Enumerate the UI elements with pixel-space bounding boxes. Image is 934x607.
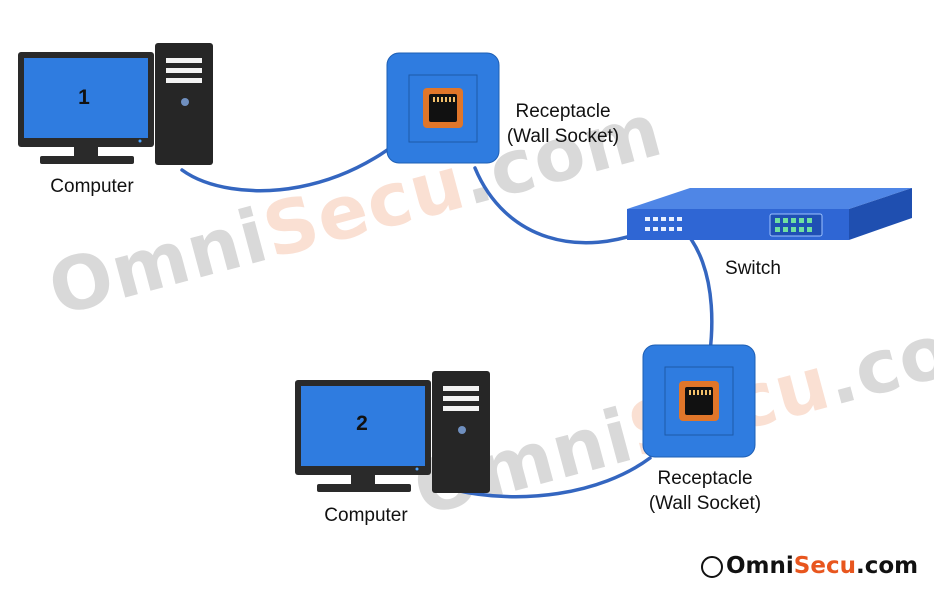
monitor-led	[415, 467, 419, 471]
switch-top	[627, 188, 912, 209]
socket-inner	[664, 366, 734, 436]
drive-bay-2	[443, 396, 479, 401]
copyright-icon	[701, 556, 723, 578]
computer-1-label: Computer	[50, 176, 134, 197]
socket-2-label-line2: (Wall Socket)	[648, 493, 762, 514]
socket-2-label-line1: Receptacle	[657, 468, 753, 489]
monitor-screen	[301, 386, 425, 466]
socket-1-label-line1: Receptacle	[515, 101, 611, 122]
socket-inner	[408, 74, 478, 143]
computer-2-number: 2	[356, 412, 368, 435]
switch-ports-left	[645, 217, 682, 231]
power-button-icon	[181, 98, 189, 106]
drive-bay-3	[166, 78, 202, 83]
drive-bay-3	[443, 406, 479, 411]
switch-ports-right	[775, 218, 812, 232]
cable-socket2-to-computer2	[453, 456, 652, 499]
monitor-base	[40, 156, 134, 164]
drive-bay-1	[443, 386, 479, 391]
switch-panel	[769, 213, 823, 237]
cable-socket1-to-switch	[473, 166, 654, 245]
computer-1-number: 1	[78, 86, 90, 109]
computer-1-icon	[18, 43, 213, 165]
switch-icon	[627, 188, 912, 240]
computer-2-label: Computer	[324, 505, 408, 526]
rj45-pins	[433, 97, 455, 102]
monitor-neck	[351, 475, 375, 486]
wall-socket-1-icon	[386, 52, 500, 164]
drive-bay-2	[166, 68, 202, 73]
monitor-led	[138, 139, 142, 143]
socket-1-label: Receptacle (Wall Socket)	[492, 99, 634, 149]
monitor-base	[317, 484, 411, 492]
socket-1-label-line2: (Wall Socket)	[506, 126, 620, 147]
rj45-pins	[689, 390, 711, 395]
drive-bay-1	[166, 58, 202, 63]
computer-2-icon	[295, 371, 490, 493]
switch-side	[849, 188, 912, 240]
switch-label: Switch	[725, 258, 781, 279]
wall-socket-2-icon	[642, 344, 756, 458]
monitor-neck	[74, 147, 98, 158]
omnisecu-logo: OmniSecu.com	[726, 553, 919, 579]
monitor-screen	[24, 58, 148, 138]
socket-2-label: Receptacle (Wall Socket)	[634, 466, 776, 516]
power-button-icon	[458, 426, 466, 434]
logo-copyright-symbol: ©	[704, 553, 705, 554]
